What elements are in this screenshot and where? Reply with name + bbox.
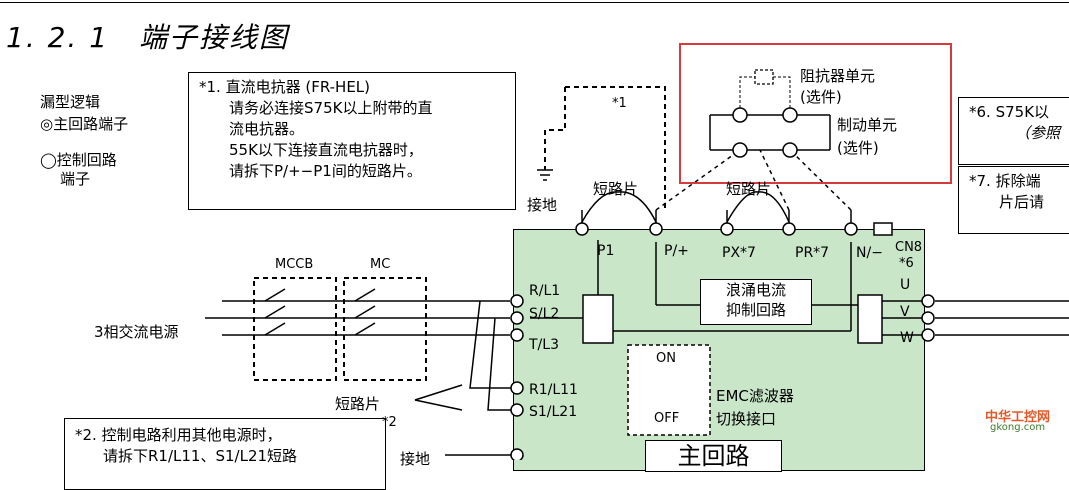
- note-line: *7. 拆除端: [969, 172, 1041, 190]
- terminal-p1: P1: [597, 243, 615, 259]
- inverter-panel: [513, 229, 925, 471]
- emc-on: ON: [656, 351, 676, 366]
- label-mc: MC: [370, 257, 391, 272]
- note-line: *2. 控制电路利用其他电源时，: [75, 426, 282, 444]
- terminal-s1-l21: S1/L21: [529, 404, 578, 420]
- section-heading: 1. 2. 1 端子接线图: [6, 21, 290, 54]
- label-supply: 3相交流电源: [94, 323, 179, 341]
- note-line: *1. 直流电抗器 (FR-HEL): [199, 78, 371, 96]
- main-circuit-box: 主回路: [645, 440, 782, 472]
- note-line: 流电抗器。: [229, 120, 305, 138]
- terminal-r-l1: R/L1: [529, 283, 561, 299]
- label-jumper-right: 短路片: [726, 180, 772, 198]
- note-line: 请务必连接S75K以上附带的直: [229, 99, 433, 117]
- label-star2: *2: [382, 415, 397, 430]
- note-line: （参照: [1015, 124, 1061, 142]
- note-jumper-remove: *7. 拆除端 片后请: [958, 166, 1069, 234]
- top-rule: [0, 2, 1069, 3]
- terminal-star6: *6: [899, 256, 914, 271]
- terminal-n-minus: N/−: [856, 245, 883, 261]
- label-resistor-unit: 阻抗器单元: [800, 67, 876, 85]
- terminal-pr: PR*7: [795, 245, 830, 261]
- note-line: 55K以下连接直流电抗器时，: [229, 141, 423, 159]
- terminal-v: V: [900, 304, 910, 320]
- terminal-w: W: [900, 330, 914, 346]
- watermark-url: gkong.com: [990, 422, 1046, 433]
- terminal-cn8: CN8: [895, 240, 923, 255]
- note-line: 请拆下P/+−P1间的短路片。: [229, 162, 422, 180]
- legend-control-terminal: ◯控制回路: [40, 151, 117, 169]
- legend-title: 漏型逻辑: [40, 93, 101, 111]
- terminal-s-l2: S/L2: [529, 306, 560, 322]
- emc-label-2: 切换接口: [716, 410, 777, 428]
- terminal-u: U: [900, 277, 911, 293]
- terminal-p-plus: P/+: [664, 243, 689, 259]
- watermark-logo: 中华工控网 gkong.com: [930, 400, 1069, 460]
- legend-main-terminal: ◎主回路端子: [40, 115, 129, 133]
- emc-off: OFF: [654, 411, 680, 426]
- emc-label: EMC滤波器: [716, 387, 794, 405]
- label-brake-option: (选件): [837, 139, 879, 157]
- terminal-r1-l11: R1/L11: [529, 382, 578, 398]
- label-resistor-option: (选件): [800, 88, 842, 106]
- surge-suppression-box: 浪涌电流 抑制回路: [700, 279, 812, 325]
- label-jumper-bottom: 短路片: [335, 395, 381, 413]
- note-line: *6. S75K以: [969, 103, 1050, 121]
- label-ground: 接地: [527, 196, 558, 214]
- label-mccb: MCCB: [275, 257, 314, 272]
- wiring-diagram: [205, 69, 1069, 460]
- label-ground-bottom: 接地: [400, 450, 431, 468]
- note-dc-reactor: *1. 直流电抗器 (FR-HEL) 请务必连接S75K以上附带的直 流电抗器。…: [188, 72, 516, 210]
- note-line: 片后请: [999, 193, 1045, 211]
- highlight-frame: [679, 43, 952, 184]
- surge-line: 抑制回路: [725, 301, 786, 319]
- terminal-t-l3: T/L3: [529, 337, 559, 353]
- watermark-name: 中华工控网: [985, 410, 1051, 425]
- label-jumper-left: 短路片: [593, 180, 639, 198]
- surge-line: 浪涌电流: [725, 281, 786, 299]
- label-brake-unit: 制动单元: [837, 116, 898, 134]
- label-star1: *1: [612, 96, 627, 111]
- terminal-px: PX*7: [722, 245, 756, 261]
- legend-control-terminal-2: 端子: [60, 170, 91, 188]
- note-s75k: *6. S75K以 （参照: [958, 97, 1069, 165]
